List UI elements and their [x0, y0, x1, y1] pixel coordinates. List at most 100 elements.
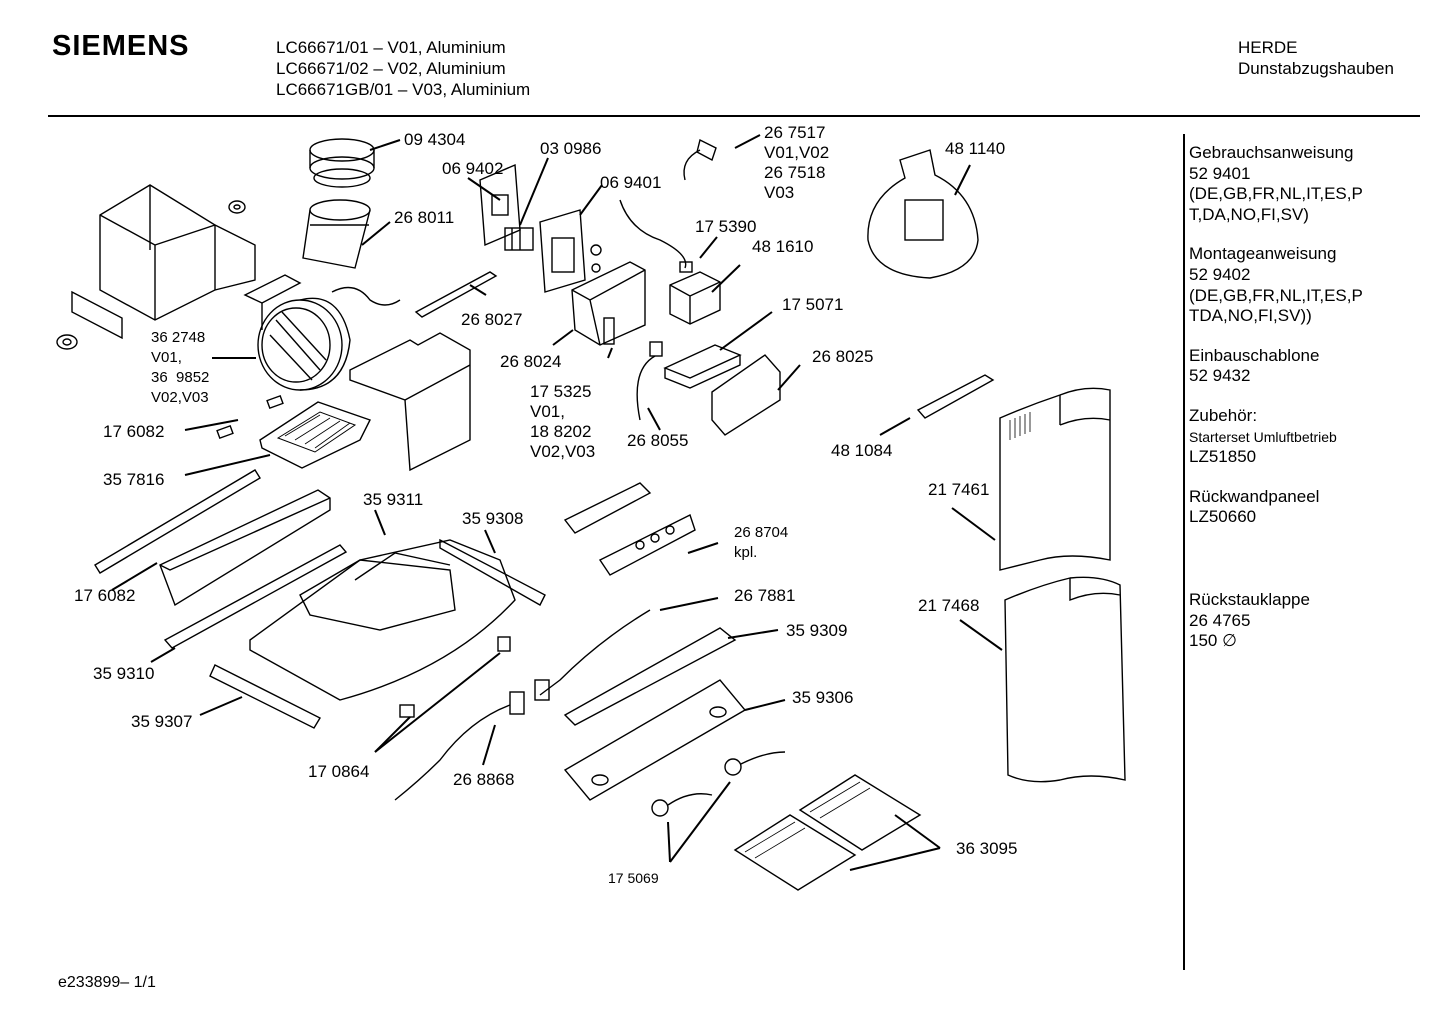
parts-bag-part [867, 149, 979, 279]
part-number-label: 26 8025 [812, 347, 874, 366]
part-number-label: 06 9401 [600, 173, 662, 192]
part-number-label: 36 3095 [956, 839, 1018, 858]
doc-size: 150 ∅ [1189, 631, 1237, 651]
plug-cable-part [683, 138, 717, 181]
doc-subtitle: Starterset Umluftbetrieb [1189, 428, 1337, 445]
category-line: Dunstabzugshauben [1238, 59, 1394, 78]
doc-accessories: Zubehör: Starterset Umluftbetrieb LZ5185… [1189, 406, 1429, 468]
doc-number: 52 9432 [1189, 366, 1251, 386]
doc-languages: (DE,GB,FR,NL,IT,ES,P [1189, 285, 1363, 305]
doc-template: Einbauschablone 52 9432 [1189, 346, 1429, 387]
part-number-label: 26 8868 [453, 770, 515, 789]
part-number-label: 35 9309 [786, 621, 848, 640]
doc-installation-manual: Montageanweisung 52 9402 (DE,GB,FR,NL,IT… [1189, 244, 1429, 326]
doc-number: 52 9402 [1189, 264, 1251, 284]
side-rail-part [163, 544, 348, 649]
part-number-label: 35 9306 [792, 688, 854, 707]
part-number-label: 26 7881 [734, 586, 796, 605]
doc-user-manual: Gebrauchsanweisung 52 9401 (DE,GB,FR,NL,… [1189, 143, 1429, 225]
leader-lines [111, 134, 1003, 871]
part-number-label: 26 8704 kpl. [734, 524, 789, 561]
part-number-label: 48 1610 [752, 237, 814, 256]
doc-number: 26 4765 [1189, 610, 1251, 630]
part-number-label: 26 8027 [461, 310, 523, 329]
part-number-label: 21 7468 [918, 596, 980, 615]
duct-ring-part [309, 138, 375, 188]
ballast-part [636, 341, 742, 421]
part-number-label: 17 6082 [103, 422, 165, 441]
category-line: HERDE [1238, 38, 1298, 57]
filter-pad-part [711, 354, 781, 436]
duct-adapter-part [302, 199, 371, 269]
lamp-channel-part [563, 679, 747, 801]
doc-number: LZ50660 [1189, 507, 1257, 527]
part-number-label: 48 1140 [945, 139, 1006, 158]
chimney-upper-part [999, 387, 1111, 571]
header-divider [48, 115, 1420, 117]
canopy-panel-part [159, 489, 331, 607]
brand-logo: SIEMENS [52, 30, 190, 62]
chimney-lower-part [1004, 576, 1126, 783]
light-bar-part [563, 482, 696, 576]
part-number-label: 03 0986 [540, 139, 602, 158]
doc-title: Rückstauklappe [1189, 589, 1310, 609]
doc-number: 52 9401 [1189, 163, 1251, 183]
doc-title: Rückwandpaneel [1189, 486, 1320, 506]
part-number-label: 35 9310 [93, 664, 155, 683]
part-number-label: 06 9402 [442, 159, 504, 178]
metal-filter-part [733, 774, 922, 891]
doc-title: Gebrauchsanweisung [1189, 143, 1354, 162]
part-number-label: 17 0864 [308, 762, 370, 781]
transformer-part [669, 271, 721, 325]
model-line: LC66671/02 – V02, Aluminium [276, 59, 506, 78]
wiring-harness-part [394, 609, 651, 801]
filter-rail-long-part [94, 469, 261, 574]
light-cover-part [563, 627, 737, 726]
part-number-label: 17 5071 [782, 295, 844, 314]
filter-frame-part [216, 394, 371, 469]
electronics-box-part [539, 209, 602, 293]
doc-rear-panel: Rückwandpaneel LZ50660 [1189, 487, 1429, 528]
part-number-label: 36 2748 V01, 36 9852 V02,V03 [151, 329, 210, 406]
doc-title: Zubehör: [1189, 405, 1258, 425]
mounting-plate-part [349, 332, 471, 472]
small-bracket-part [56, 290, 123, 350]
part-number-label: 17 5325 V01, 18 8202 V02,V03 [530, 382, 596, 461]
document-id: e233899– 1/1 [58, 974, 156, 991]
bracket-box-part [99, 184, 256, 321]
sidebar-divider [1183, 134, 1185, 970]
switch-part [504, 227, 534, 251]
doc-title: Einbauschablone [1189, 345, 1320, 365]
cable-part [619, 199, 693, 273]
part-number-label: 35 9308 [462, 509, 524, 528]
part-number-label: 17 6082 [74, 586, 136, 605]
part-number-label: 26 7517 V01,V02 26 7518 V03 [764, 123, 830, 202]
model-list: LC66671/01 – V01, Aluminium LC66671/02 –… [276, 37, 530, 100]
cover-housing-part [571, 261, 646, 346]
cover-rail-part [439, 538, 546, 606]
part-number-label: 26 8024 [500, 352, 562, 371]
part-number-label: 26 8055 [627, 431, 689, 450]
part-number-label: 35 9311 [363, 490, 424, 509]
part-number-label: 35 7816 [103, 470, 165, 489]
part-number-label: 48 1084 [831, 441, 893, 460]
documents-sidebar: Gebrauchsanweisung 52 9401 (DE,GB,FR,NL,… [1189, 143, 1429, 671]
model-line: LC66671/01 – V01, Aluminium [276, 38, 506, 57]
rail-part [414, 271, 498, 318]
blower-fan-part [243, 274, 401, 391]
category-label: HERDE Dunstabzugshauben [1238, 37, 1394, 79]
part-number-label: 21 7461 [928, 480, 990, 499]
doc-backflow-flap: Rückstauklappe 26 4765 150 ∅ [1189, 590, 1429, 652]
part-number-label: 35 9307 [131, 712, 193, 731]
bottom-rail-part [209, 664, 321, 729]
part-number-label: 26 8011 [394, 208, 455, 227]
base-canopy-part [249, 539, 516, 701]
part-number-label: 09 4304 [404, 130, 466, 149]
doc-languages: TDA,NO,FI,SV)) [1189, 306, 1312, 326]
model-line: LC66671GB/01 – V03, Aluminium [276, 80, 531, 99]
part-number-label: 17 5069 [608, 870, 659, 886]
part-number-label: 17 5390 [695, 217, 757, 236]
doc-languages: (DE,GB,FR,NL,IT,ES,P [1189, 184, 1363, 204]
chimney-bracket-part [916, 374, 995, 419]
